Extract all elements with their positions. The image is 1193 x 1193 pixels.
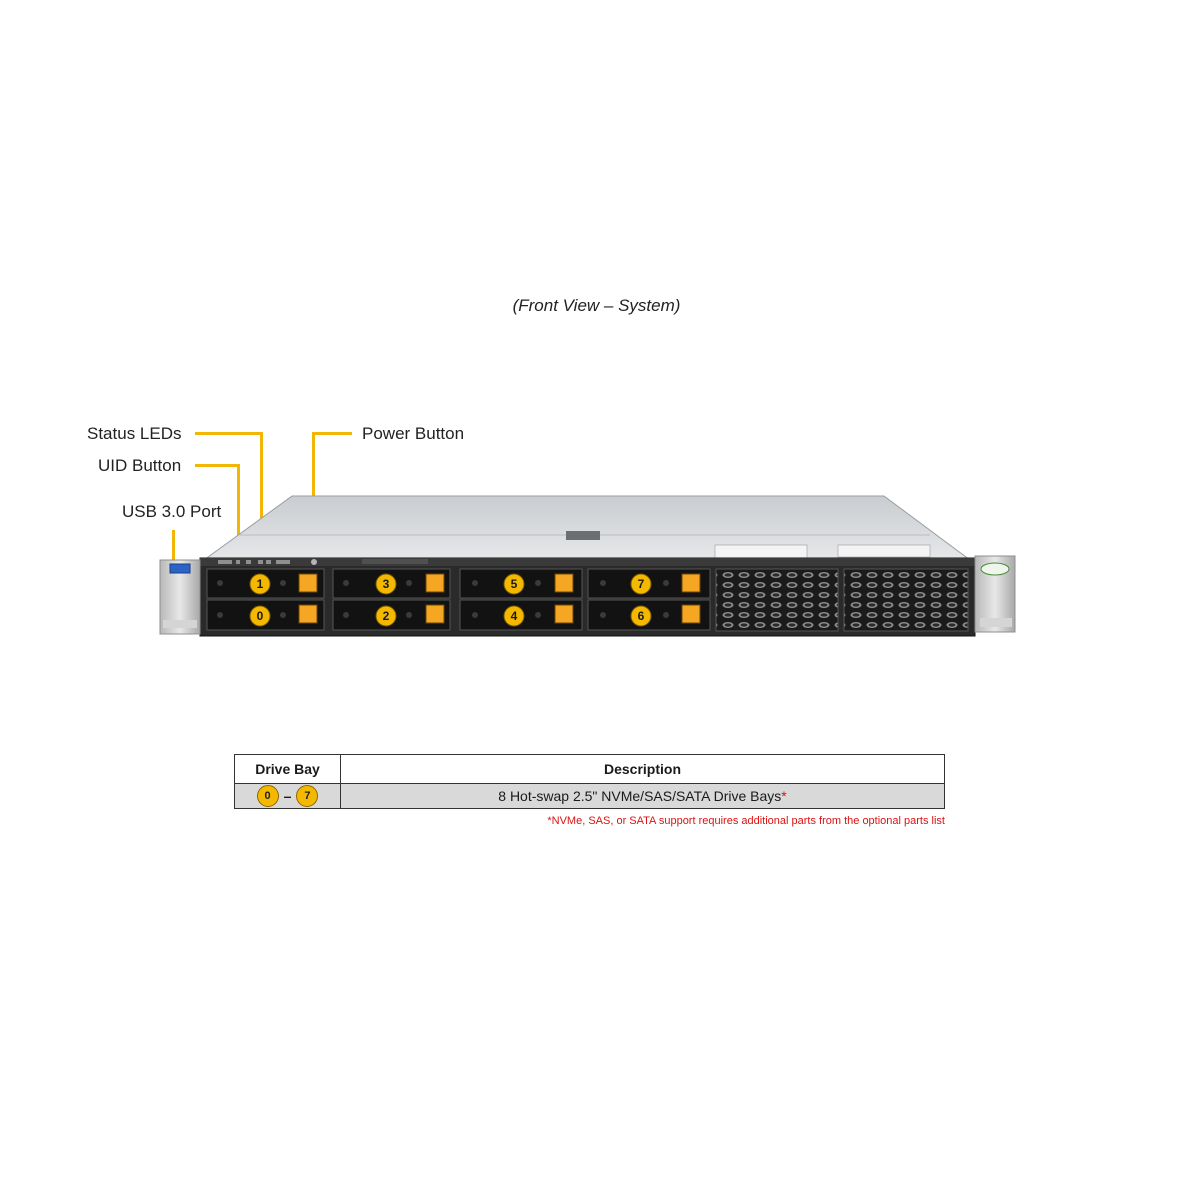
range-start-badge: 0	[256, 785, 279, 807]
bay-label-6: 6	[638, 609, 645, 623]
vent-panel-right	[843, 568, 969, 632]
brand-logo	[980, 562, 1010, 576]
status-leds-label: Status LEDs	[87, 424, 182, 443]
table-header-row: Drive Bay Description	[234, 754, 945, 784]
power-button-leader-h	[312, 432, 352, 435]
range-separator: –	[283, 788, 292, 804]
drive-bays	[206, 568, 711, 631]
bay-label-3: 3	[383, 577, 390, 591]
status-leds-leader-v	[260, 432, 263, 560]
uid-button-label: UID Button	[98, 456, 182, 475]
footnote: *NVMe, SAS, or SATA support requires add…	[547, 815, 945, 827]
drive-bay-range-cell: 0–7	[234, 783, 341, 809]
description-cell: 8 Hot-swap 2.5" NVMe/SAS/SATA Drive Bays…	[340, 783, 945, 809]
header-description: Description	[340, 754, 945, 784]
vent-panel-left	[715, 568, 839, 632]
bay-label-7: 7	[638, 577, 645, 591]
uid-button-leader-h	[195, 464, 240, 467]
power-button-icon	[311, 559, 317, 565]
bay-label-4: 4	[511, 609, 518, 623]
drive-number-badges: 1 3 5 7 0 2 4 6	[249, 573, 652, 627]
header-drive-bay: Drive Bay	[234, 754, 341, 784]
power-button-label: Power Button	[362, 424, 465, 443]
figure-caption: (Front View – System)	[512, 296, 681, 315]
table-row: 0–7 8 Hot-swap 2.5" NVMe/SAS/SATA Drive …	[234, 783, 945, 809]
status-leds-leader-h	[195, 432, 263, 435]
range-end-badge: 7	[296, 785, 319, 807]
usb-port-leader	[172, 530, 175, 562]
status-leds	[218, 560, 290, 564]
drive-bay-table: Drive Bay Description 0–7 8 Hot-swap 2.5…	[234, 754, 945, 809]
usb-port-label: USB 3.0 Port	[122, 502, 222, 521]
description-asterisk: *	[781, 788, 787, 804]
bay-label-2: 2	[383, 609, 390, 623]
bay-label-0: 0	[257, 609, 264, 623]
usb-port-icon	[169, 563, 191, 574]
bay-label-1: 1	[257, 577, 264, 591]
description-text: 8 Hot-swap 2.5" NVMe/SAS/SATA Drive Bays	[498, 788, 782, 804]
bay-label-5: 5	[511, 577, 518, 591]
uid-button-leader-v	[237, 464, 240, 560]
